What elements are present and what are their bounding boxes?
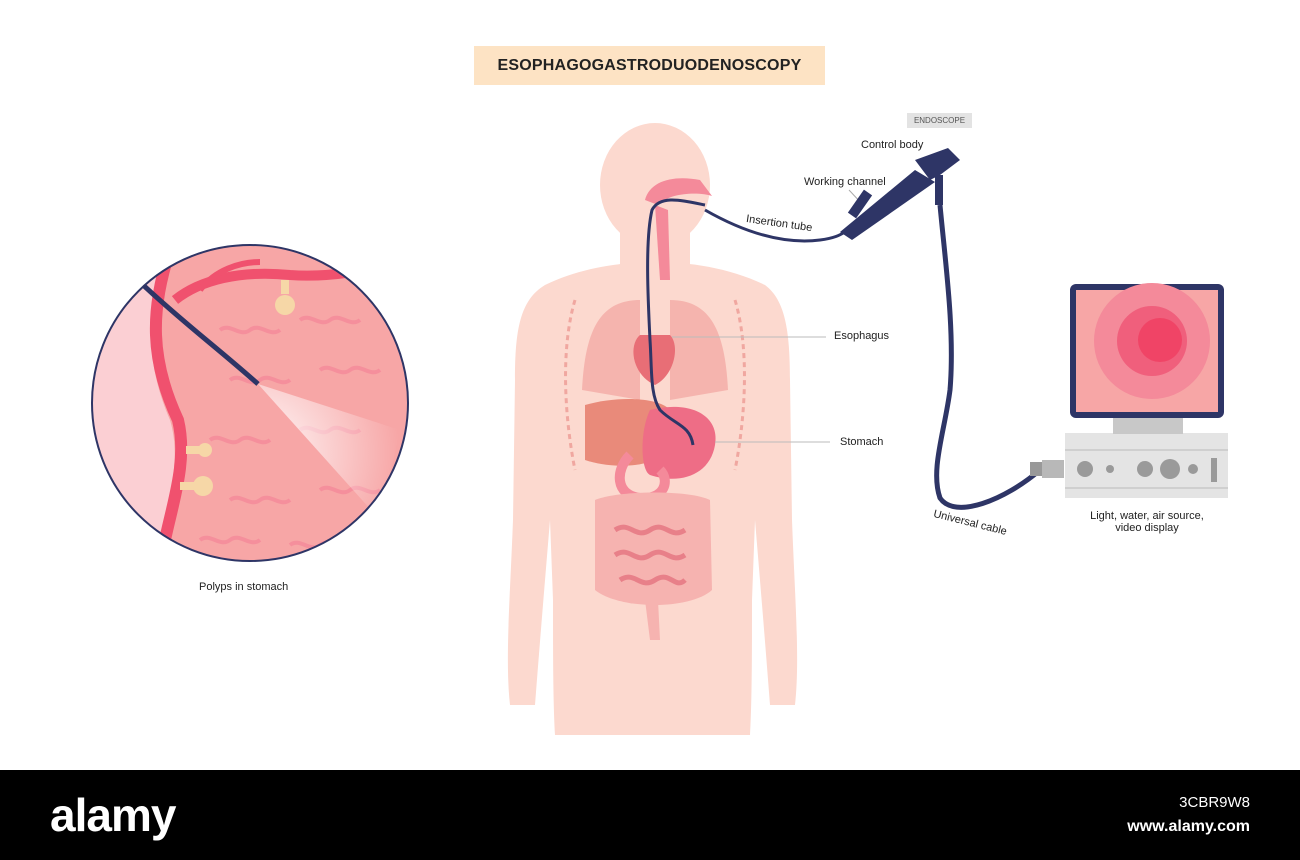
magnified-stomach-view xyxy=(91,244,409,562)
endoscope-in-body xyxy=(646,198,706,446)
label-light-source-line1: Light, water, air source, xyxy=(1090,510,1204,522)
light-beam xyxy=(258,384,400,520)
universal-cable xyxy=(934,204,1042,510)
label-polyps: Polyps in stomach xyxy=(199,581,289,593)
diagram-canvas: ESOPHAGOGASTRODUODENOSCOPY ENDOSCOPE Con… xyxy=(91,46,1228,735)
title-banner: ESOPHAGOGASTRODUODENOSCOPY xyxy=(474,46,825,85)
stomach-organ xyxy=(642,406,716,479)
video-display-unit xyxy=(1030,283,1228,498)
label-light-source-line2: video display xyxy=(1115,522,1179,534)
head-airway xyxy=(645,178,712,280)
label-stomach: Stomach xyxy=(840,436,884,448)
page-title: ESOPHAGOGASTRODUODENOSCOPY xyxy=(497,56,802,74)
large-intestine xyxy=(595,492,712,605)
diagram-svg xyxy=(91,123,1228,735)
lungs xyxy=(582,300,728,400)
polyp-icon xyxy=(180,280,295,496)
ribs xyxy=(564,299,746,471)
label-esophagus: Esophagus xyxy=(834,330,890,342)
endoscope-handle xyxy=(840,148,960,240)
endoscope-tip xyxy=(138,280,260,386)
image-id: 3CBR9W8 xyxy=(1179,794,1250,811)
endoscope-tag: ENDOSCOPE xyxy=(907,113,972,128)
brand-logo: alamy xyxy=(50,789,176,841)
site-url: www.alamy.com xyxy=(1127,818,1250,835)
footer-bar xyxy=(0,770,1300,860)
insertion-tube xyxy=(704,208,846,243)
label-light-source: Light, water, air source, video display xyxy=(1078,510,1216,534)
label-working-channel: Working channel xyxy=(804,176,886,188)
heart xyxy=(633,335,675,385)
label-control-body: Control body xyxy=(861,139,924,151)
small-intestine xyxy=(613,524,687,586)
